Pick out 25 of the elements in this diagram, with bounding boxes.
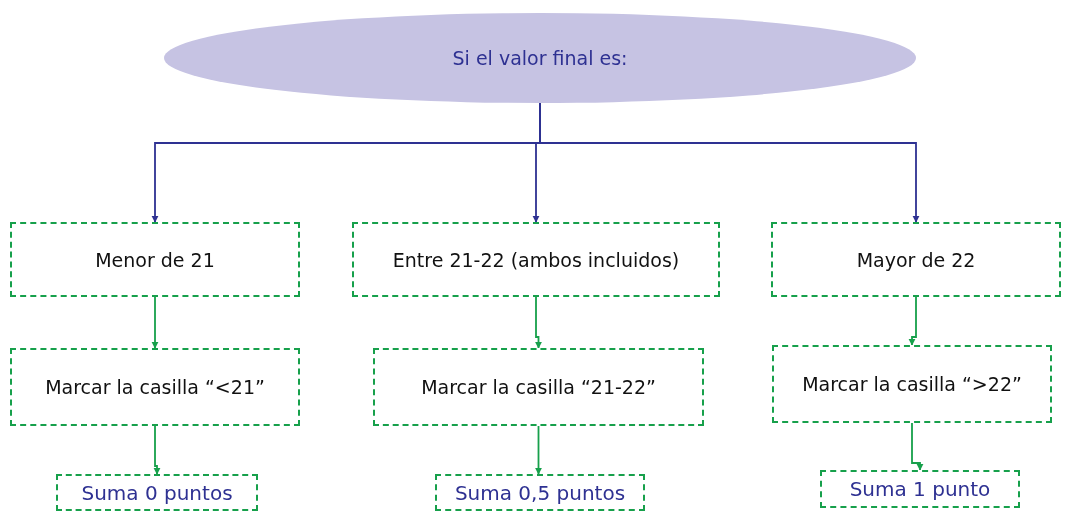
- arrow: [535, 425, 542, 475]
- step-box: [10, 348, 300, 426]
- node-text: Menor de 21: [95, 248, 215, 271]
- result-box: [56, 474, 258, 511]
- arrow: [911, 422, 924, 471]
- step-box: [772, 345, 1052, 423]
- arrow: [153, 425, 161, 475]
- result-box: [820, 470, 1020, 508]
- step-box: [771, 222, 1061, 297]
- node-text: Suma 0 puntos: [81, 480, 233, 505]
- step-box: [352, 222, 720, 297]
- node-text: Mayor de 22: [856, 248, 976, 271]
- step-box: [10, 222, 300, 297]
- node-text: Suma 0,5 puntos: [454, 480, 626, 505]
- result-box: [435, 474, 645, 511]
- arrow: [151, 296, 159, 349]
- node-text: Si el valor final es:: [452, 47, 628, 69]
- arrow: [908, 296, 917, 346]
- node-text: Marcar la casilla “21-22”: [421, 376, 656, 398]
- node-text: Suma 1 punto: [849, 477, 991, 501]
- node-text: Marcar la casilla “>22”: [802, 373, 1022, 395]
- node-text: Entre 21-22 (ambos incluidos): [392, 248, 680, 271]
- node-text: Marcar la casilla “<21”: [45, 376, 265, 398]
- step-box: [373, 348, 704, 426]
- arrow: [535, 296, 542, 349]
